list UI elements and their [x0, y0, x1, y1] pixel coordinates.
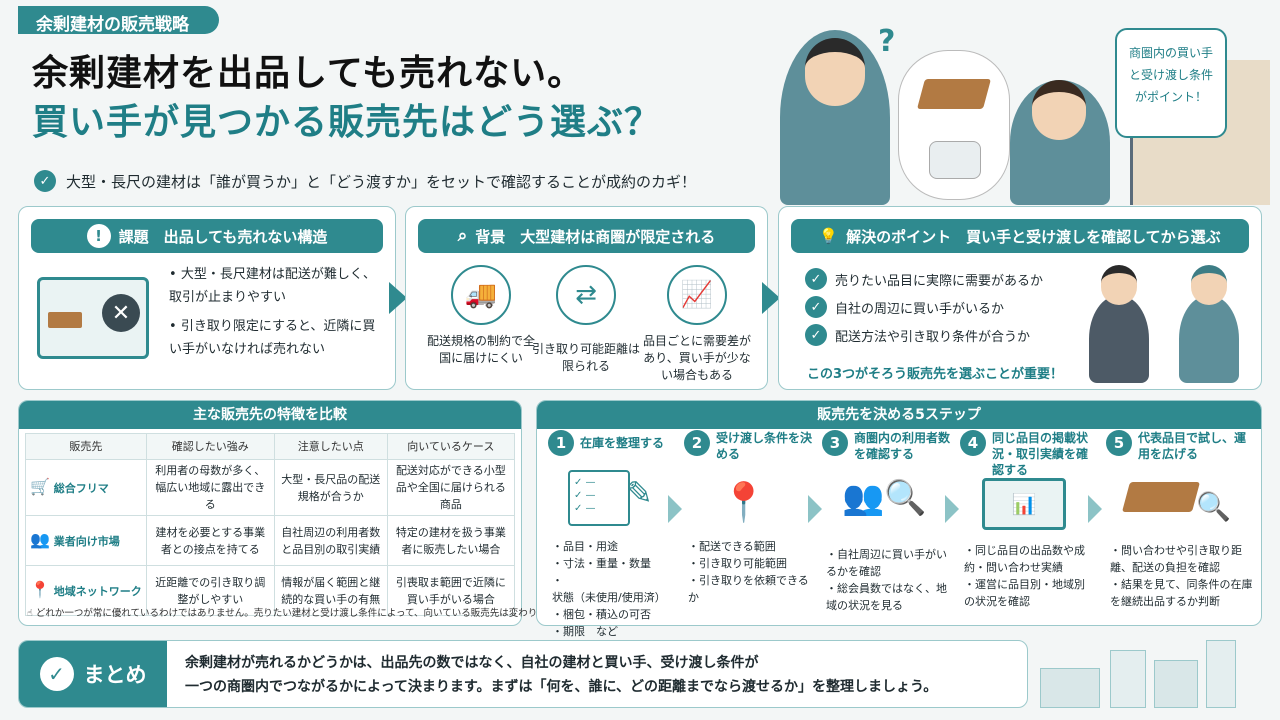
check-icon: ✓: [805, 268, 827, 290]
lightbulb-icon: 💡: [819, 227, 839, 245]
step-number: 5: [1106, 430, 1132, 456]
issue-panel: !課題 出品しても売れない構造 ✕ 大型・長尺建材は配送が難しく、取引が止まりや…: [18, 206, 396, 390]
thought-bubble: [898, 50, 1010, 200]
step-details: ・同じ品目の出品数や成約・問い合わせ実績 ・運営に品目別・地域別の状況を確認: [964, 544, 1085, 608]
summary-bar: ✓ まとめ 余剰建材が売れるかどうかは、出品先の数ではなく、自社の建材と買い手、…: [18, 640, 1028, 708]
speech-bubble: 商圏内の買い手と受け渡し条件がポイント！: [1115, 28, 1227, 138]
checklist-icon: ✓ —✓ —✓ —: [568, 470, 630, 526]
background-item: 引き取り可能距離は限られる: [531, 342, 640, 373]
step-arrow: [808, 495, 822, 523]
list-item: 引き取り限定にすると、近隣に買い手がいなければ売れない: [169, 315, 379, 361]
map-pin-icon: 📍: [720, 480, 768, 524]
map-pin-icon: 📍: [30, 580, 50, 599]
monitor-chart-icon: 📊: [982, 478, 1066, 530]
step-arrow: [668, 495, 682, 523]
check-item: ✓配送方法や引き取り条件が合うか: [805, 321, 1043, 349]
page-title: 余剰建材を出品しても売れない。: [32, 53, 585, 94]
townscape-illustration: [1040, 640, 1265, 710]
check-icon: ✓: [805, 324, 827, 346]
table-row: 👥 業者向け市場 建材を必要とする事業者との接点を持てる 自社周辺の利用者数と品…: [25, 515, 516, 566]
table-header: 注意したい点: [273, 433, 388, 460]
handshake-illustration: [1079, 265, 1249, 383]
background-item: 品目ごとに需要差があり、買い手が少ない場合もある: [642, 334, 751, 382]
flow-arrow: [389, 282, 407, 314]
steps-header: 販売先を決める5ステップ: [537, 401, 1261, 429]
table-header: 確認したい強み: [145, 433, 275, 460]
step-number: 3: [822, 430, 848, 456]
handover-icon: ⇄: [556, 265, 616, 325]
page-subtitle: 買い手が見つかる販売先はどう選ぶ？: [32, 102, 662, 143]
compare-panel: 主な販売先の特徴を比較 販売先 確認したい強み 注意したい点 向いているケース …: [18, 400, 565, 626]
list-item: 大型・長尺建材は配送が難しく、取引が止まりやすい: [169, 263, 379, 309]
category-tag: 余剰建材の販売戦略: [18, 6, 219, 35]
chart-up-icon: 📈: [667, 265, 727, 325]
compare-footnote: ☝ どれか一つが常に優れているわけではありません。売りたい建材と受け渡し条件によ…: [27, 608, 565, 619]
monitor-x-icon: ✕: [37, 277, 149, 359]
check-icon: ✓: [34, 170, 56, 192]
people-icon: 👥: [30, 530, 50, 549]
step-details: ・自社周辺に買い手がいるかを確認 ・総会員数ではなく、地域の状況を見る: [826, 548, 947, 612]
step-arrow: [945, 495, 959, 523]
background-item: 配送規格の制約で全国に届けにくい: [426, 334, 535, 365]
hero-illustration: ? 商圏内の買い手と受け渡し条件がポイント！: [770, 10, 1270, 205]
check-icon: ✓: [805, 296, 827, 318]
worker-woman-face: [1032, 80, 1086, 140]
search-icon: ⌕: [457, 226, 468, 246]
step-details: ・配送できる範囲 ・引き取り可能範囲 ・引き取りを依頼できるか: [688, 540, 809, 604]
compare-header: 主な販売先の特徴を比較: [19, 401, 521, 429]
step-number: 2: [684, 430, 710, 456]
check-item: ✓売りたい品目に実際に需要があるか: [805, 265, 1043, 293]
users-search-icon: 👥🔍: [842, 478, 927, 518]
lumber-search-icon: [1121, 482, 1201, 512]
summary-label-box: ✓ まとめ: [19, 641, 167, 707]
worker-man-face: [805, 38, 865, 106]
question-mark-icon: ?: [878, 24, 896, 59]
lumber-icon: [916, 79, 992, 109]
check-item: ✓自社の周辺に買い手がいるか: [805, 293, 1043, 321]
background-header: ⌕背景 大型建材は商圏が限定される: [418, 219, 755, 253]
lead-text: ✓ 大型・長尺の建材は「誰が買うか」と「どう渡すか」をセットで確認することが成約…: [34, 170, 696, 192]
flow-arrow: [762, 282, 780, 314]
step-details: ・問い合わせや引き取り距離、配送の負担を確認 ・結果を見て、同条件の在庫を継続出…: [1110, 544, 1253, 608]
truck-icon: 🚚: [451, 265, 511, 325]
background-panel: ⌕背景 大型建材は商圏が限定される 🚚 配送規格の制約で全国に届けにくい ⇄ 引…: [405, 206, 768, 390]
solution-panel: 💡解決のポイント 買い手と受け渡しを確認してから選ぶ ✓売りたい品目に実際に需要…: [778, 206, 1262, 390]
solution-header: 💡解決のポイント 買い手と受け渡しを確認してから選ぶ: [791, 219, 1249, 253]
step-number: 4: [960, 430, 986, 456]
table-row: 📍 地域ネットワーク 近距離での引き取り調整がしやすい 情報が届く範囲と継続的な…: [25, 565, 516, 616]
table-row: 🛒 総合フリマ 利用者の母数が多く、幅広い地域に露出できる 大型・長尺品の配送規…: [25, 459, 516, 516]
pen-icon: ✎: [626, 474, 653, 512]
issue-list: 大型・長尺建材は配送が難しく、取引が止まりやすい 引き取り限定にすると、近隣に買…: [169, 263, 379, 361]
solution-note: この3つがそろう販売先を選ぶことが重要！: [807, 367, 1064, 382]
step-details: ・品目・用途 ・寸法・重量・数量 ・状態（未使用/使用済） ・梱包・積込の可否 …: [552, 540, 666, 638]
x-icon: ✕: [102, 294, 140, 332]
table-header: 向いているケース: [386, 433, 516, 460]
issue-header: !課題 出品しても売れない構造: [31, 219, 383, 253]
step-arrow: [1088, 495, 1102, 523]
magnifier-icon: 🔍: [1196, 490, 1231, 523]
check-icon: ✓: [39, 657, 74, 691]
compare-table: 販売先 確認したい強み 注意したい点 向いているケース 🛒 総合フリマ 利用者の…: [25, 433, 516, 616]
summary-text: 余剰建材が売れるかどうかは、出品先の数ではなく、自社の建材と買い手、受け渡し条件…: [185, 655, 938, 695]
steps-panel: 販売先を決める5ステップ: [536, 400, 1262, 626]
exclamation-icon: !: [86, 224, 111, 248]
pointing-hand-icon: ☝: [27, 608, 33, 619]
toilet-icon: [929, 141, 981, 179]
step-number: 1: [548, 430, 574, 456]
cart-icon: 🛒: [30, 477, 50, 496]
table-header: 販売先: [25, 433, 147, 460]
